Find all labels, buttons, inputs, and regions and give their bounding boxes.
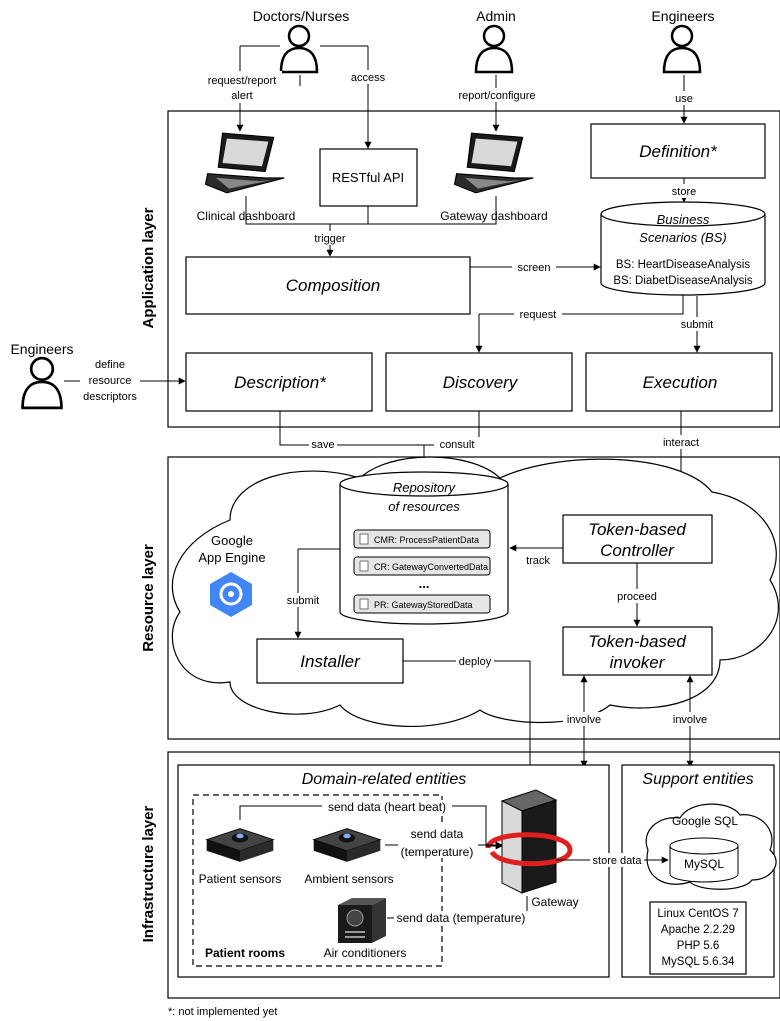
ambient-sensors-label: Ambient sensors xyxy=(304,872,393,886)
track-label: track xyxy=(526,555,550,567)
bs-item-1: BS: HeartDiseaseAnalysis xyxy=(616,259,750,271)
bs-item-2: BS: DiabetDiseaseAnalysis xyxy=(613,275,753,287)
repo-item-text: PR: GatewayStoredData xyxy=(374,600,473,610)
bs-title-2: Scenarios (BS) xyxy=(639,230,726,245)
definition-label: Definition* xyxy=(639,142,718,161)
air-conditioner-icon xyxy=(338,898,386,943)
composition-label: Composition xyxy=(286,276,381,295)
repository-title-1: Repository xyxy=(393,480,457,495)
description-label: Description* xyxy=(234,373,327,392)
stack-item: PHP 5.6 xyxy=(677,940,720,952)
deploy-line xyxy=(403,660,531,790)
gateway-server-icon xyxy=(485,789,573,894)
screen-label: screen xyxy=(517,262,550,274)
send-temp-ac-label: send data (temperature) xyxy=(397,911,526,925)
submit-top-label: submit xyxy=(681,319,713,331)
trigger-label: trigger xyxy=(314,233,346,245)
restful-api-label: RESTful API xyxy=(332,170,404,185)
app-engine-icon xyxy=(210,572,252,617)
business-scenarios-db xyxy=(600,201,766,296)
patient-sensors-label: Patient sensors xyxy=(199,872,282,886)
repo-item-text: CR: GatewayConvertedData xyxy=(374,562,488,572)
patient-rooms-frame xyxy=(192,794,443,967)
repo-item-text: CMR: ProcessPatientData xyxy=(374,535,479,545)
domain-entities-title: Domain-related entities xyxy=(302,771,467,788)
infrastructure-layer-label: Infrastructure layer xyxy=(140,805,157,942)
footnote: *: not implemented yet xyxy=(168,1006,277,1018)
gae-label-2: App Engine xyxy=(198,550,265,565)
composition-box xyxy=(185,256,471,315)
doctors-person-icon xyxy=(279,24,319,74)
repository-db xyxy=(339,471,509,625)
admin-label: Admin xyxy=(476,8,516,24)
gae-label-1: Google xyxy=(211,533,253,548)
description-box xyxy=(185,352,373,412)
application-layer-label: Application layer xyxy=(140,207,157,328)
interact-label: interact xyxy=(663,437,699,449)
installer-box xyxy=(256,638,404,684)
controller-label-2: Controller xyxy=(600,541,675,560)
patient-rooms-label: Patient rooms xyxy=(205,946,285,960)
stack-item: Linux CentOS 7 xyxy=(657,908,738,920)
engineers-top-label: Engineers xyxy=(651,8,714,24)
involve-2-label: involve xyxy=(673,714,707,726)
define-label: define xyxy=(95,359,125,371)
repo-item: CR: GatewayConvertedData xyxy=(353,556,491,576)
definition-box xyxy=(590,123,766,179)
submit-res-label: submit xyxy=(287,595,319,607)
stack-item: Apache 2.2.29 xyxy=(661,924,735,936)
dashboards-merge-line xyxy=(245,196,497,225)
mysql-label: MySQL xyxy=(684,857,724,871)
stack-item: MySQL 5.6.34 xyxy=(661,956,735,968)
gateway-label: Gateway xyxy=(531,895,578,909)
save-consult-line xyxy=(279,411,480,446)
store-data-label: store data xyxy=(593,855,643,867)
access-label: access xyxy=(351,72,386,84)
temperature-paren-label: (temperature) xyxy=(401,845,474,859)
deploy-label: deploy xyxy=(459,656,492,668)
resource-layer-label: Resource layer xyxy=(140,544,157,652)
invoker-label-1: Token-based xyxy=(588,632,686,651)
support-entities-title: Support entities xyxy=(642,771,753,788)
execution-label: Execution xyxy=(643,373,718,392)
air-conditioners-label: Air conditioners xyxy=(324,946,407,960)
gateway-dashboard-label: Gateway dashboard xyxy=(440,209,547,223)
repo-item: PR: GatewayStoredData xyxy=(353,594,491,614)
resource-label: resource xyxy=(89,375,132,387)
save-label: save xyxy=(311,439,334,451)
repo-ellipsis: ... xyxy=(419,576,430,591)
doctors-label: Doctors/Nurses xyxy=(253,8,349,24)
proceed-label: proceed xyxy=(617,591,657,603)
token-controller-box xyxy=(562,514,713,564)
restful-api-box xyxy=(319,148,418,207)
controller-label-1: Token-based xyxy=(588,520,686,539)
report-configure-label: report/configure xyxy=(458,90,535,102)
execution-box xyxy=(585,352,773,412)
token-invoker-box xyxy=(562,626,713,676)
invoker-label-2: invoker xyxy=(610,653,666,672)
request-label: request xyxy=(520,309,557,321)
repo-item: CMR: ProcessPatientData xyxy=(353,529,491,549)
discovery-label: Discovery xyxy=(443,373,519,392)
engineers-left-person-icon xyxy=(21,356,63,410)
descriptors-label: descriptors xyxy=(83,391,137,403)
engineers-left-label: Engineers xyxy=(10,341,73,357)
google-sql-label: Google SQL xyxy=(672,814,738,828)
involve-1-label: involve xyxy=(567,714,601,726)
alert-label: alert xyxy=(231,90,252,102)
send-heartbeat-label: send data (heart beat) xyxy=(328,800,446,814)
store-label: store xyxy=(672,186,696,198)
mysql-db xyxy=(669,837,739,883)
bs-title-1: Business xyxy=(657,212,710,227)
repository-title-2: of resources xyxy=(388,499,460,514)
send-data-label: send data xyxy=(411,827,464,841)
engineers-top-person-icon xyxy=(662,24,702,74)
software-stack-box xyxy=(649,901,747,975)
request-report-label: request/report xyxy=(208,75,276,87)
use-label: use xyxy=(675,93,693,105)
consult-label: consult xyxy=(440,439,475,451)
installer-label: Installer xyxy=(300,652,361,671)
admin-person-icon xyxy=(474,24,514,74)
